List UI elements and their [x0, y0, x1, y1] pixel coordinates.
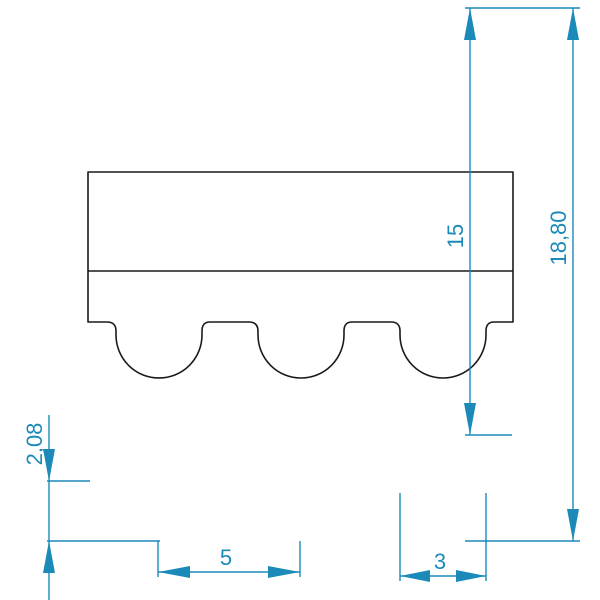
arrow-down-tooth [43, 449, 55, 481]
label-tooth-depth: 2,08 [22, 423, 47, 466]
arrow-up-15 [464, 8, 476, 40]
dimension-tooth-depth: 2,08 [22, 415, 160, 600]
dimension-total-height: 18,80 [465, 7, 580, 542]
dimension-pitch: 5 [157, 541, 301, 578]
dimension-edge-offset: 3 [399, 493, 487, 582]
arrow-up [567, 8, 579, 40]
label-total-height: 18,80 [546, 210, 571, 265]
arrow-right-pitch [268, 566, 300, 578]
dimension-belt-height: 15 [443, 8, 512, 436]
label-pitch: 5 [220, 545, 232, 570]
label-edge-offset: 3 [434, 549, 446, 574]
arrow-left-pitch [158, 566, 190, 578]
arrow-down-15 [464, 403, 476, 435]
arrow-up-tooth [43, 541, 55, 573]
arrow-down [567, 509, 579, 541]
arrow-left-offset [400, 570, 430, 582]
belt-profile [87, 171, 514, 379]
arrow-right-offset [456, 570, 486, 582]
belt-outline [87, 171, 514, 379]
label-belt-height: 15 [443, 224, 468, 248]
